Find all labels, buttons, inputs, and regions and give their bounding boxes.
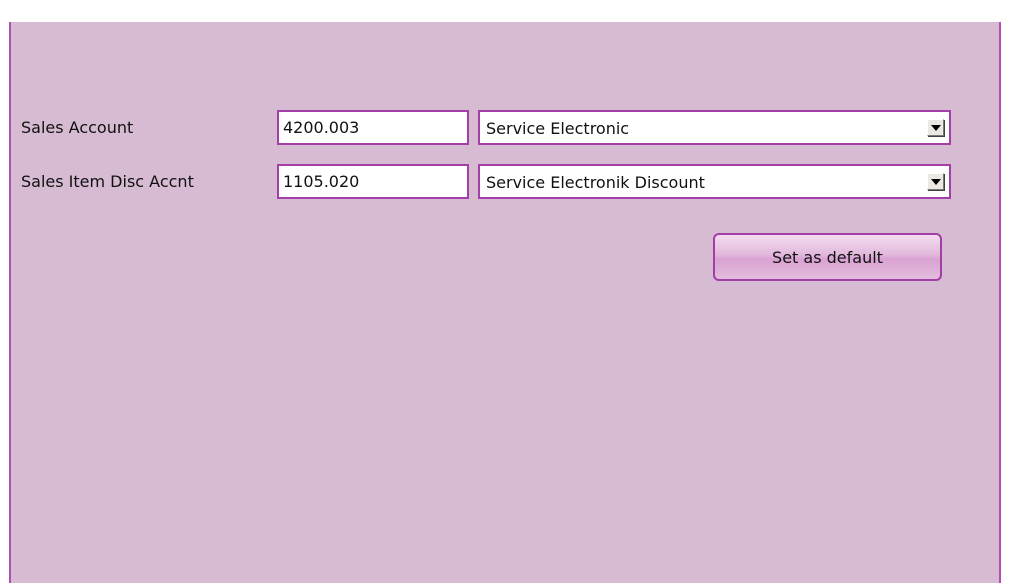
sales-item-disc-account-dropdown[interactable]: Service Electronik Discount <box>478 164 951 199</box>
sales-account-dropdown-value: Service Electronic <box>486 119 630 138</box>
sales-item-disc-account-dropdown-value: Service Electronik Discount <box>486 173 705 192</box>
sales-account-label: Sales Account <box>21 118 134 137</box>
set-as-default-button[interactable]: Set as default <box>713 233 942 281</box>
chevron-down-icon[interactable] <box>927 173 944 190</box>
sales-item-disc-account-code-input[interactable] <box>277 164 469 199</box>
settings-panel: Sales Account Service Electronic Sales I… <box>9 22 1001 583</box>
sales-item-disc-account-label: Sales Item Disc Accnt <box>21 172 194 191</box>
chevron-down-icon[interactable] <box>927 119 944 136</box>
sales-account-dropdown[interactable]: Service Electronic <box>478 110 951 145</box>
sales-account-code-input[interactable] <box>277 110 469 145</box>
